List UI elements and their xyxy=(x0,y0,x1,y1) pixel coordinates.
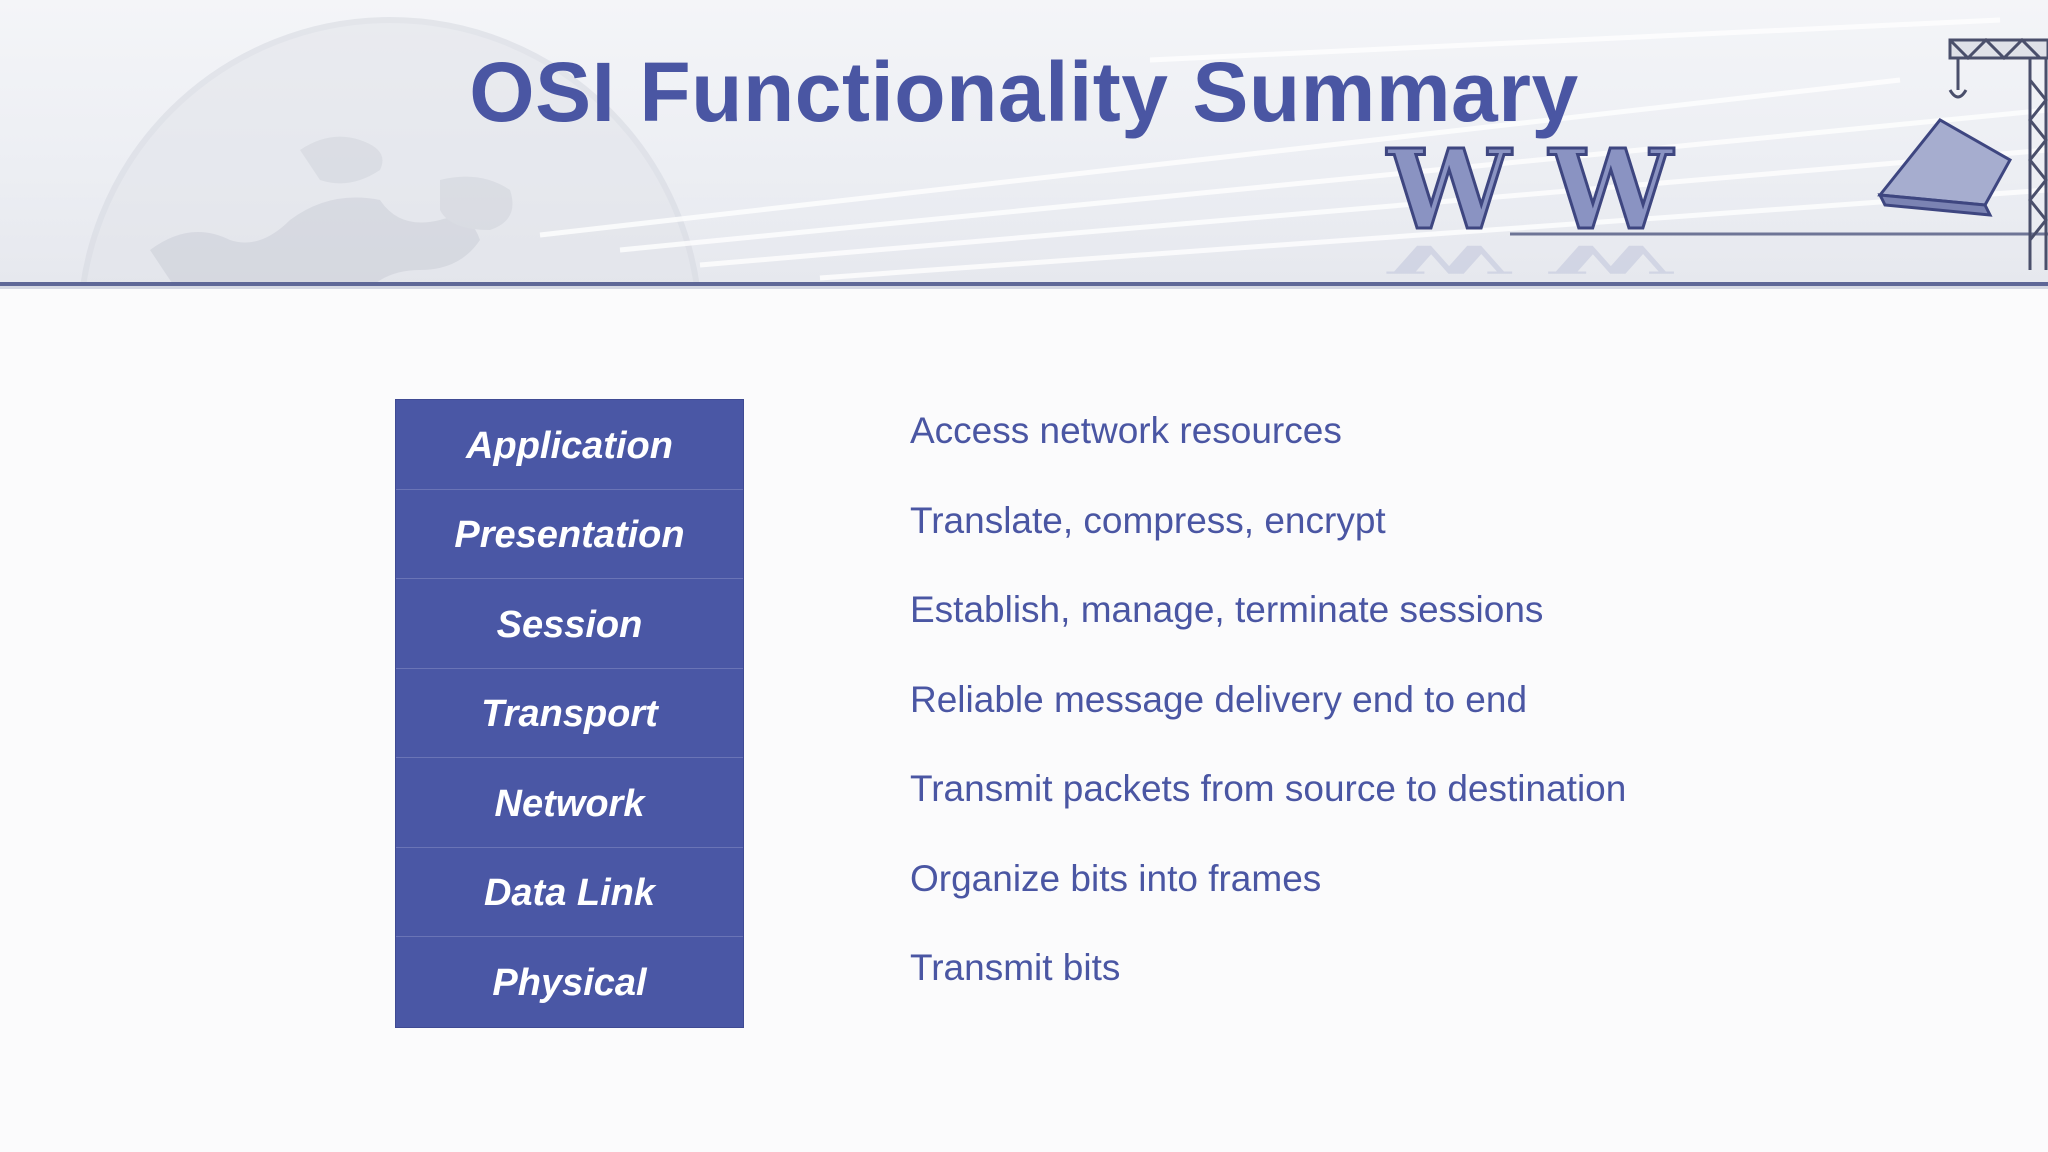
slide-header: W W W W OSI Functionality Summary xyxy=(0,0,2048,286)
function-transport: Reliable message delivery end to end xyxy=(910,678,1528,720)
globe-graphic xyxy=(80,17,700,286)
speed-lines-graphic xyxy=(539,17,2048,281)
slide-title: OSI Functionality Summary xyxy=(469,45,1579,139)
osi-layer-stack: Application Presentation Session Transpo… xyxy=(396,400,743,1027)
function-application: Access network resources xyxy=(910,410,1342,451)
function-presentation: Translate, compress, encrypt xyxy=(910,499,1386,541)
layer-label: Network xyxy=(494,782,645,825)
header-divider-shadow xyxy=(0,286,2048,289)
layer-label: Session xyxy=(496,603,643,646)
layer-label: Physical xyxy=(492,962,647,1005)
www-letters-graphic: W W W W xyxy=(1385,124,2048,281)
layer-network: Network xyxy=(396,758,743,848)
layer-presentation: Presentation xyxy=(396,490,743,579)
header-background-art: W W W W xyxy=(80,17,2048,286)
layer-function-list: Access network resources Translate, comp… xyxy=(910,400,1626,1027)
function-session: Establish, manage, terminate sessions xyxy=(910,589,1544,630)
layer-label: Presentation xyxy=(454,514,685,557)
layer-application: Application xyxy=(396,400,743,490)
layer-label: Transport xyxy=(481,693,658,736)
layer-session: Session xyxy=(396,579,743,669)
function-data-link: Organize bits into frames xyxy=(910,857,1322,899)
layer-data-link: Data Link xyxy=(396,848,743,937)
layer-label: Data Link xyxy=(483,872,656,915)
function-physical: Transmit bits xyxy=(910,947,1121,988)
header-divider xyxy=(0,282,2048,286)
crane-graphic xyxy=(1877,37,2048,270)
function-network: Transmit packets from source to destinat… xyxy=(910,768,1627,809)
layer-transport: Transport xyxy=(396,669,743,758)
layer-label: Application xyxy=(466,424,673,467)
svg-text:W W: W W xyxy=(1386,236,1675,281)
layer-physical: Physical xyxy=(396,937,743,1027)
